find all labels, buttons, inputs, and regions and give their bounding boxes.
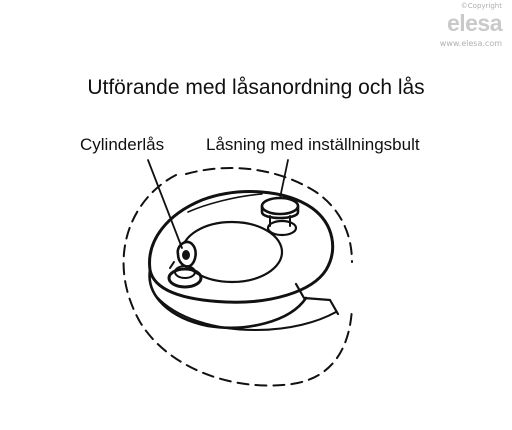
copyright-text: ©Copyright	[460, 2, 502, 10]
leader-line-cylinder-lock	[147, 159, 183, 249]
knob-top-edge-highlight	[187, 193, 263, 213]
knob-side-lower	[155, 295, 337, 331]
elesa-brand: ©Copyright elesa www.elesa.com	[434, 2, 506, 50]
knob-top-rim	[148, 190, 335, 304]
diagram-title: Utförande med låsanordning och lås	[87, 76, 425, 99]
knob-side-step	[294, 282, 340, 316]
brand-url: www.elesa.com	[439, 39, 502, 48]
leader-line-locking-bolt	[279, 159, 289, 199]
elesa-logo: elesa	[446, 10, 503, 36]
locking-bolt	[260, 196, 300, 237]
knob-side-wall	[148, 268, 308, 329]
callout-locking-bolt-label: Låsning med inställningsbult	[206, 135, 420, 154]
cylinder-lock	[167, 240, 203, 289]
knob-dashed-outline	[122, 174, 353, 387]
knob-dashed-outline-right	[185, 167, 353, 263]
callout-cylinder-lock-label: Cylinderlås	[80, 135, 165, 154]
